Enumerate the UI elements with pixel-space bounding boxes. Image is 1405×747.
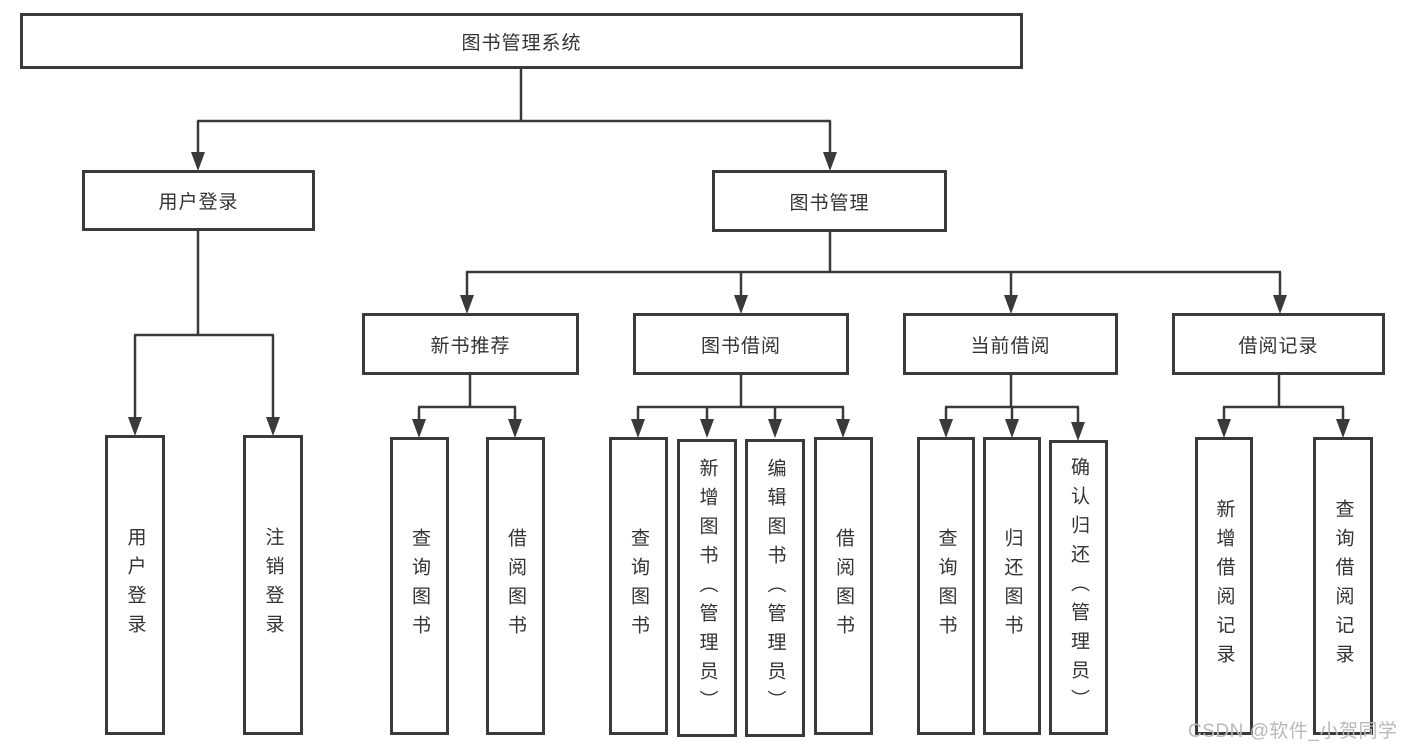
node-label: 借阅记录 [1238, 335, 1319, 357]
node-label: 新增图书（管理员） [696, 457, 718, 719]
node-label: 查询图书 [935, 528, 957, 644]
node-borrow-books-borrowing: 借阅图书 [814, 437, 873, 735]
node-label: 借阅图书 [505, 528, 526, 644]
connector-new-book-recommend [412, 375, 522, 438]
node-label: 当前借阅 [970, 335, 1051, 357]
node-confirm-return-admin: 确认归还（管理员） [1049, 440, 1108, 735]
node-label: 新增借阅记录 [1213, 499, 1235, 673]
node-label: 归还图书 [1001, 528, 1023, 644]
node-query-books-recommend: 查询图书 [390, 437, 449, 735]
node-label: 注销登录 [262, 527, 284, 643]
node-label: 确认归还（管理员） [1068, 457, 1089, 718]
node-new-book-recommend: 新书推荐 [362, 313, 579, 375]
connector-current-borrowing [939, 375, 1085, 441]
node-current-borrowing: 当前借阅 [903, 313, 1118, 375]
connector-user-login [128, 231, 280, 436]
node-label: 用户登录 [124, 527, 146, 643]
node-label: 新书推荐 [430, 335, 511, 357]
node-user-login-action: 用户登录 [105, 435, 165, 735]
node-logout-action: 注销登录 [243, 435, 303, 735]
node-library-management-system: 图书管理系统 [20, 13, 1023, 69]
node-query-books-borrowing: 查询图书 [609, 437, 668, 735]
node-label: 查询图书 [628, 528, 649, 644]
node-label: 编辑图书（管理员） [764, 457, 786, 719]
node-label: 查询图书 [409, 528, 430, 644]
node-book-management: 图书管理 [712, 170, 947, 232]
watermark: CSDN @软件_小贺同学 [1188, 721, 1398, 742]
node-add-books-admin: 新增图书（管理员） [677, 439, 737, 737]
node-return-books: 归还图书 [983, 437, 1041, 735]
node-add-borrow-record: 新增借阅记录 [1195, 437, 1253, 735]
node-user-login: 用户登录 [82, 170, 315, 231]
node-edit-books-admin: 编辑图书（管理员） [745, 439, 805, 737]
node-label: 图书管理系统 [461, 32, 582, 54]
node-query-borrow-record: 查询借阅记录 [1313, 437, 1373, 735]
connector-book-management [460, 232, 1287, 314]
node-book-borrowing: 图书借阅 [633, 313, 849, 375]
node-label: 用户登录 [158, 192, 239, 213]
node-borrow-books-recommend: 借阅图书 [486, 437, 545, 735]
connector-borrowing-records [1217, 375, 1350, 438]
connector-root [191, 69, 837, 171]
node-label: 借阅图书 [833, 528, 854, 644]
node-label: 图书管理 [789, 192, 870, 214]
node-label: 图书借阅 [700, 335, 781, 357]
node-borrowing-records: 借阅记录 [1172, 313, 1385, 375]
node-query-books-current: 查询图书 [917, 437, 975, 735]
connector-book-borrowing [631, 375, 850, 438]
node-label: 查询借阅记录 [1332, 499, 1354, 673]
